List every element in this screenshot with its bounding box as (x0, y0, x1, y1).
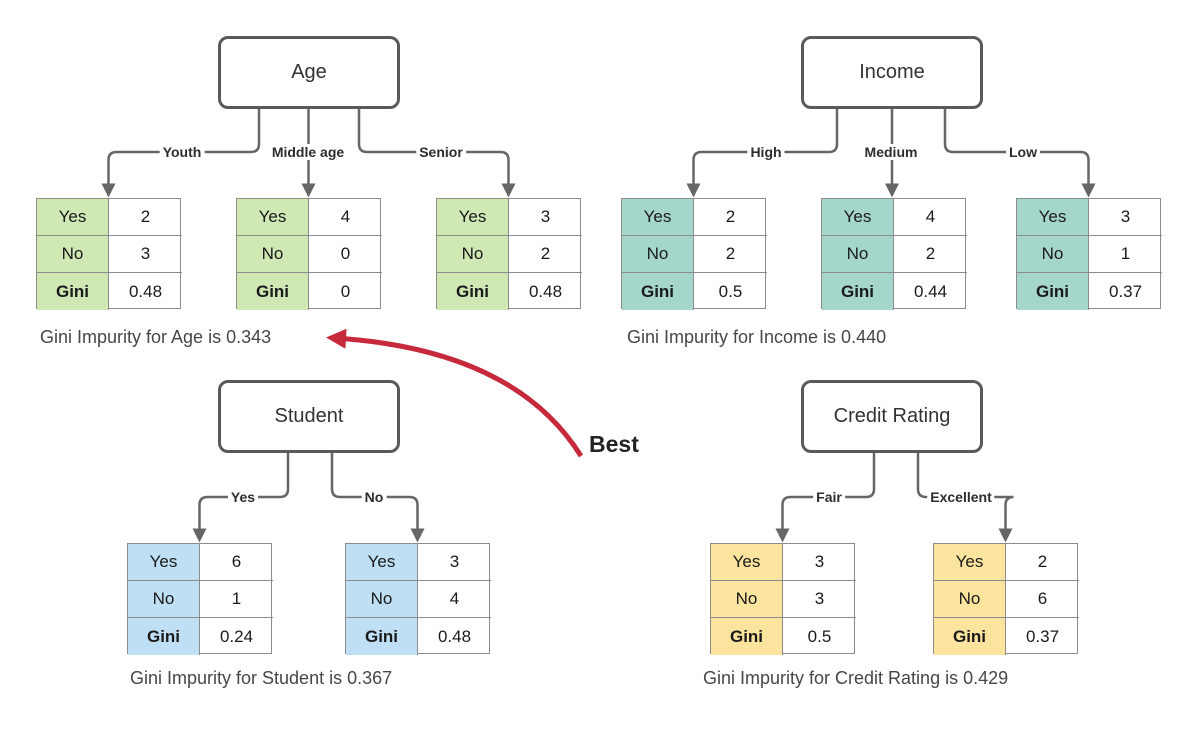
table-cell-value: 0.48 (437, 626, 472, 646)
branch-label-middle-age: Middle age (268, 144, 348, 160)
node-student: Student (218, 380, 400, 453)
table-cell-value: 0.48 (528, 281, 563, 301)
table-cell-label: No (346, 581, 418, 618)
caption-student: Gini Impurity for Student is 0.367 (130, 668, 393, 688)
node-title: Income (859, 61, 925, 83)
table-cell-label: Gini (934, 618, 1006, 655)
table-cell-label: Yes (711, 544, 783, 581)
table-cell-label: Gini (437, 273, 509, 310)
table-cell-value: 0.5 (718, 281, 743, 301)
table-cell-value: 3 (783, 544, 856, 581)
gini-table-income-high: Yes 2 No 2 Gini 0.5 (621, 198, 767, 310)
table-cell-label: No (822, 236, 894, 273)
branch-label-excellent: Excellent (927, 489, 995, 505)
table-cell-value: 3 (509, 199, 582, 236)
node-title: Student (274, 405, 344, 427)
table-cell-value: 4 (894, 199, 967, 236)
branch-label-medium: Medium (861, 144, 921, 160)
branch-label-yes: Yes (227, 489, 259, 505)
table-cell-label: No (437, 236, 509, 273)
node-age: Age (218, 36, 400, 109)
table-cell-value: 0.5 (807, 626, 832, 646)
table-cell-value: 1 (1089, 236, 1162, 273)
table-cell-value: 2 (694, 236, 767, 273)
table-cell-label: Yes (822, 199, 894, 236)
node-income: Income (801, 36, 983, 109)
branch-label-no: No (361, 489, 387, 505)
table-cell-label: Yes (934, 544, 1006, 581)
gini-table-age-middle-age: Yes 4 No 0 Gini 0 (236, 198, 382, 310)
table-cell-label: Yes (37, 199, 109, 236)
table-cell-value: 2 (894, 236, 967, 273)
table-cell-value: 0 (309, 236, 382, 273)
table-cell-value: 3 (783, 581, 856, 618)
table-cell-label: Gini (622, 273, 694, 310)
table-cell-value: 3 (1089, 199, 1162, 236)
gini-table-student-no: Yes 3 No 4 Gini 0.48 (345, 543, 491, 655)
table-cell-value: 0 (340, 281, 351, 301)
gini-table-credit-excellent: Yes 2 No 6 Gini 0.37 (933, 543, 1079, 655)
table-cell-label: Gini (128, 618, 200, 655)
caption-age: Gini Impurity for Age is 0.343 (40, 327, 272, 347)
gini-table-age-senior: Yes 3 No 2 Gini 0.48 (436, 198, 582, 310)
table-cell-label: Gini (237, 273, 309, 310)
table-cell-label: No (128, 581, 200, 618)
table-cell-value: 0.37 (1025, 626, 1060, 646)
table-cell-label: Yes (128, 544, 200, 581)
table-cell-value: 2 (109, 199, 182, 236)
gini-table-credit-fair: Yes 3 No 3 Gini 0.5 (710, 543, 856, 655)
table-cell-value: 0.48 (128, 281, 163, 301)
node-title: Credit Rating (833, 405, 951, 427)
table-cell-label: No (622, 236, 694, 273)
table-cell-value: 0.44 (913, 281, 948, 301)
branch-label-fair: Fair (813, 489, 845, 505)
table-cell-value: 3 (418, 544, 491, 581)
table-cell-value: 2 (1006, 544, 1079, 581)
table-cell-label: No (934, 581, 1006, 618)
table-cell-label: Gini (822, 273, 894, 310)
table-cell-label: Gini (1017, 273, 1089, 310)
table-cell-label: Yes (237, 199, 309, 236)
caption-income: Gini Impurity for Income is 0.440 (627, 327, 887, 347)
gini-table-age-youth: Yes 2 No 3 Gini 0.48 (36, 198, 182, 310)
table-cell-value: 2 (509, 236, 582, 273)
table-cell-label: No (1017, 236, 1089, 273)
table-cell-value: 4 (309, 199, 382, 236)
table-cell-label: Yes (1017, 199, 1089, 236)
gini-table-income-low: Yes 3 No 1 Gini 0.37 (1016, 198, 1162, 310)
gini-table-income-medium: Yes 4 No 2 Gini 0.44 (821, 198, 967, 310)
table-cell-value: 4 (418, 581, 491, 618)
node-credit-rating: Credit Rating (801, 380, 983, 453)
table-cell-label: Yes (622, 199, 694, 236)
best-label: Best (589, 431, 639, 457)
table-cell-label: No (237, 236, 309, 273)
table-cell-value: 3 (109, 236, 182, 273)
table-cell-label: No (711, 581, 783, 618)
branch-label-youth: Youth (159, 144, 205, 160)
table-cell-label: Gini (346, 618, 418, 655)
node-title: Age (291, 61, 327, 83)
gini-table-student-yes: Yes 6 No 1 Gini 0.24 (127, 543, 273, 655)
branch-label-high: High (747, 144, 785, 160)
table-cell-value: 2 (694, 199, 767, 236)
table-cell-value: 6 (1006, 581, 1079, 618)
table-cell-value: 1 (200, 581, 273, 618)
table-cell-value: 0.24 (219, 626, 254, 646)
branch-label-low: Low (1006, 144, 1040, 160)
table-cell-value: 6 (200, 544, 273, 581)
table-cell-value: 0.37 (1108, 281, 1143, 301)
table-cell-label: Gini (37, 273, 109, 310)
branch-label-senior: Senior (416, 144, 466, 160)
table-cell-label: Yes (346, 544, 418, 581)
table-cell-label: No (37, 236, 109, 273)
table-cell-label: Yes (437, 199, 509, 236)
caption-credit-rating: Gini Impurity for Credit Rating is 0.429 (703, 668, 1009, 688)
table-cell-label: Gini (711, 618, 783, 655)
